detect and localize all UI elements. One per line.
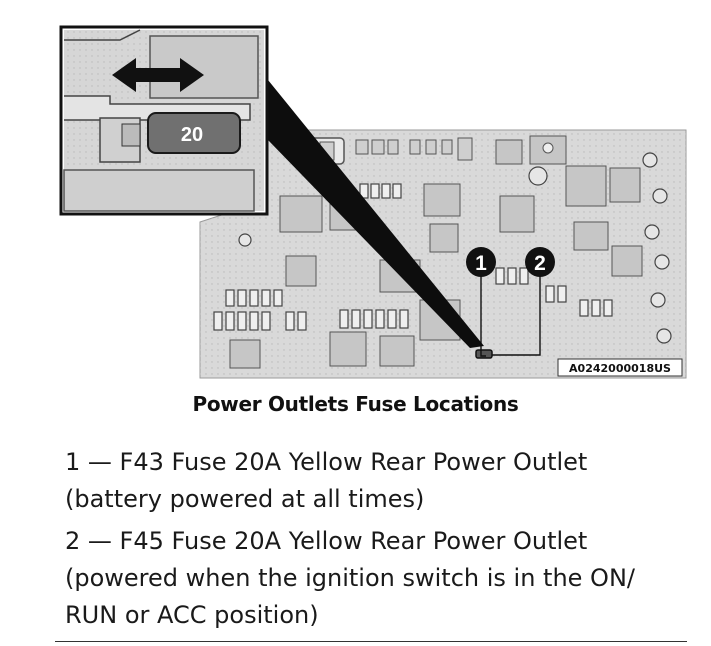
bottom-rule	[55, 641, 687, 642]
image-code-box	[557, 358, 683, 377]
zoom-connector	[268, 80, 484, 348]
fuse-box-illustration: 20 1 2 A0242000018US	[59, 25, 687, 379]
figure-caption: Power Outlets Fuse Locations	[192, 392, 519, 416]
fuse-description-2: 2 — F45 Fuse 20A Yellow Rear Power Outle…	[65, 527, 635, 629]
inset-magnified-view	[59, 25, 269, 216]
image-code: A0242000018US	[569, 362, 671, 375]
inset-fuse-label: 20	[181, 124, 203, 146]
fuse-description-1: 1 — F43 Fuse 20A Yellow Rear Power Outle…	[65, 448, 588, 513]
callout-1-number: 1	[475, 252, 487, 275]
fuse-panel-board	[199, 129, 687, 379]
callout-badge-1: 1	[466, 247, 496, 277]
callout-2-number: 2	[534, 252, 546, 275]
callout-badge-2: 2	[525, 247, 555, 277]
callout-leaders	[480, 276, 541, 357]
